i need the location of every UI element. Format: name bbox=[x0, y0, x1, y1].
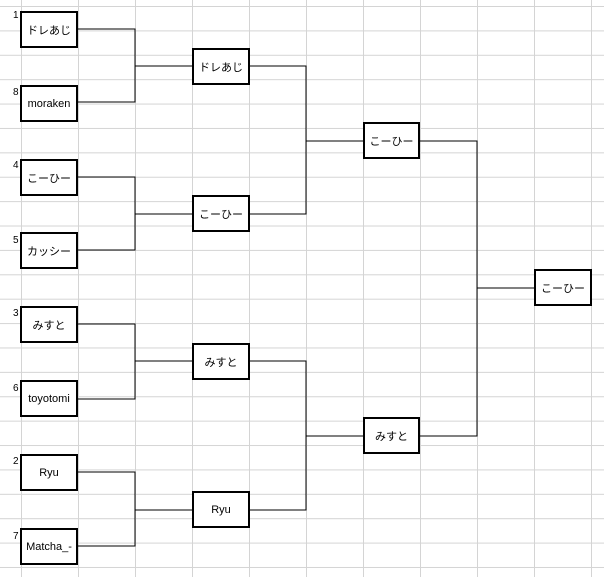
round1-player-box[interactable]: ドレあじ bbox=[20, 11, 78, 48]
round1-player-box[interactable]: みすと bbox=[20, 306, 78, 343]
seed-number: 3 bbox=[13, 308, 19, 319]
seed-number: 4 bbox=[13, 160, 19, 171]
round1-player-box[interactable]: Matcha_- bbox=[20, 528, 78, 565]
round1-player-box[interactable]: toyotomi bbox=[20, 380, 78, 417]
round2-player-box[interactable]: ドレあじ bbox=[192, 48, 250, 85]
round2-player-box[interactable]: Ryu bbox=[192, 491, 250, 528]
seed-number: 5 bbox=[13, 235, 19, 246]
round1-player-box[interactable]: カッシー bbox=[20, 232, 78, 269]
winner-box[interactable]: こーひー bbox=[534, 269, 592, 306]
seed-number: 6 bbox=[13, 383, 19, 394]
seed-number: 8 bbox=[13, 87, 19, 98]
seed-number: 1 bbox=[13, 10, 19, 21]
seed-number: 2 bbox=[13, 456, 19, 467]
round2-player-box[interactable]: みすと bbox=[192, 343, 250, 380]
round1-player-box[interactable]: Ryu bbox=[20, 454, 78, 491]
round1-player-box[interactable]: こーひー bbox=[20, 159, 78, 196]
round2-player-box[interactable]: こーひー bbox=[192, 195, 250, 232]
round3-player-box[interactable]: みすと bbox=[363, 417, 420, 454]
seed-number: 7 bbox=[13, 531, 19, 542]
round3-player-box[interactable]: こーひー bbox=[363, 122, 420, 159]
round1-player-box[interactable]: moraken bbox=[20, 85, 78, 122]
